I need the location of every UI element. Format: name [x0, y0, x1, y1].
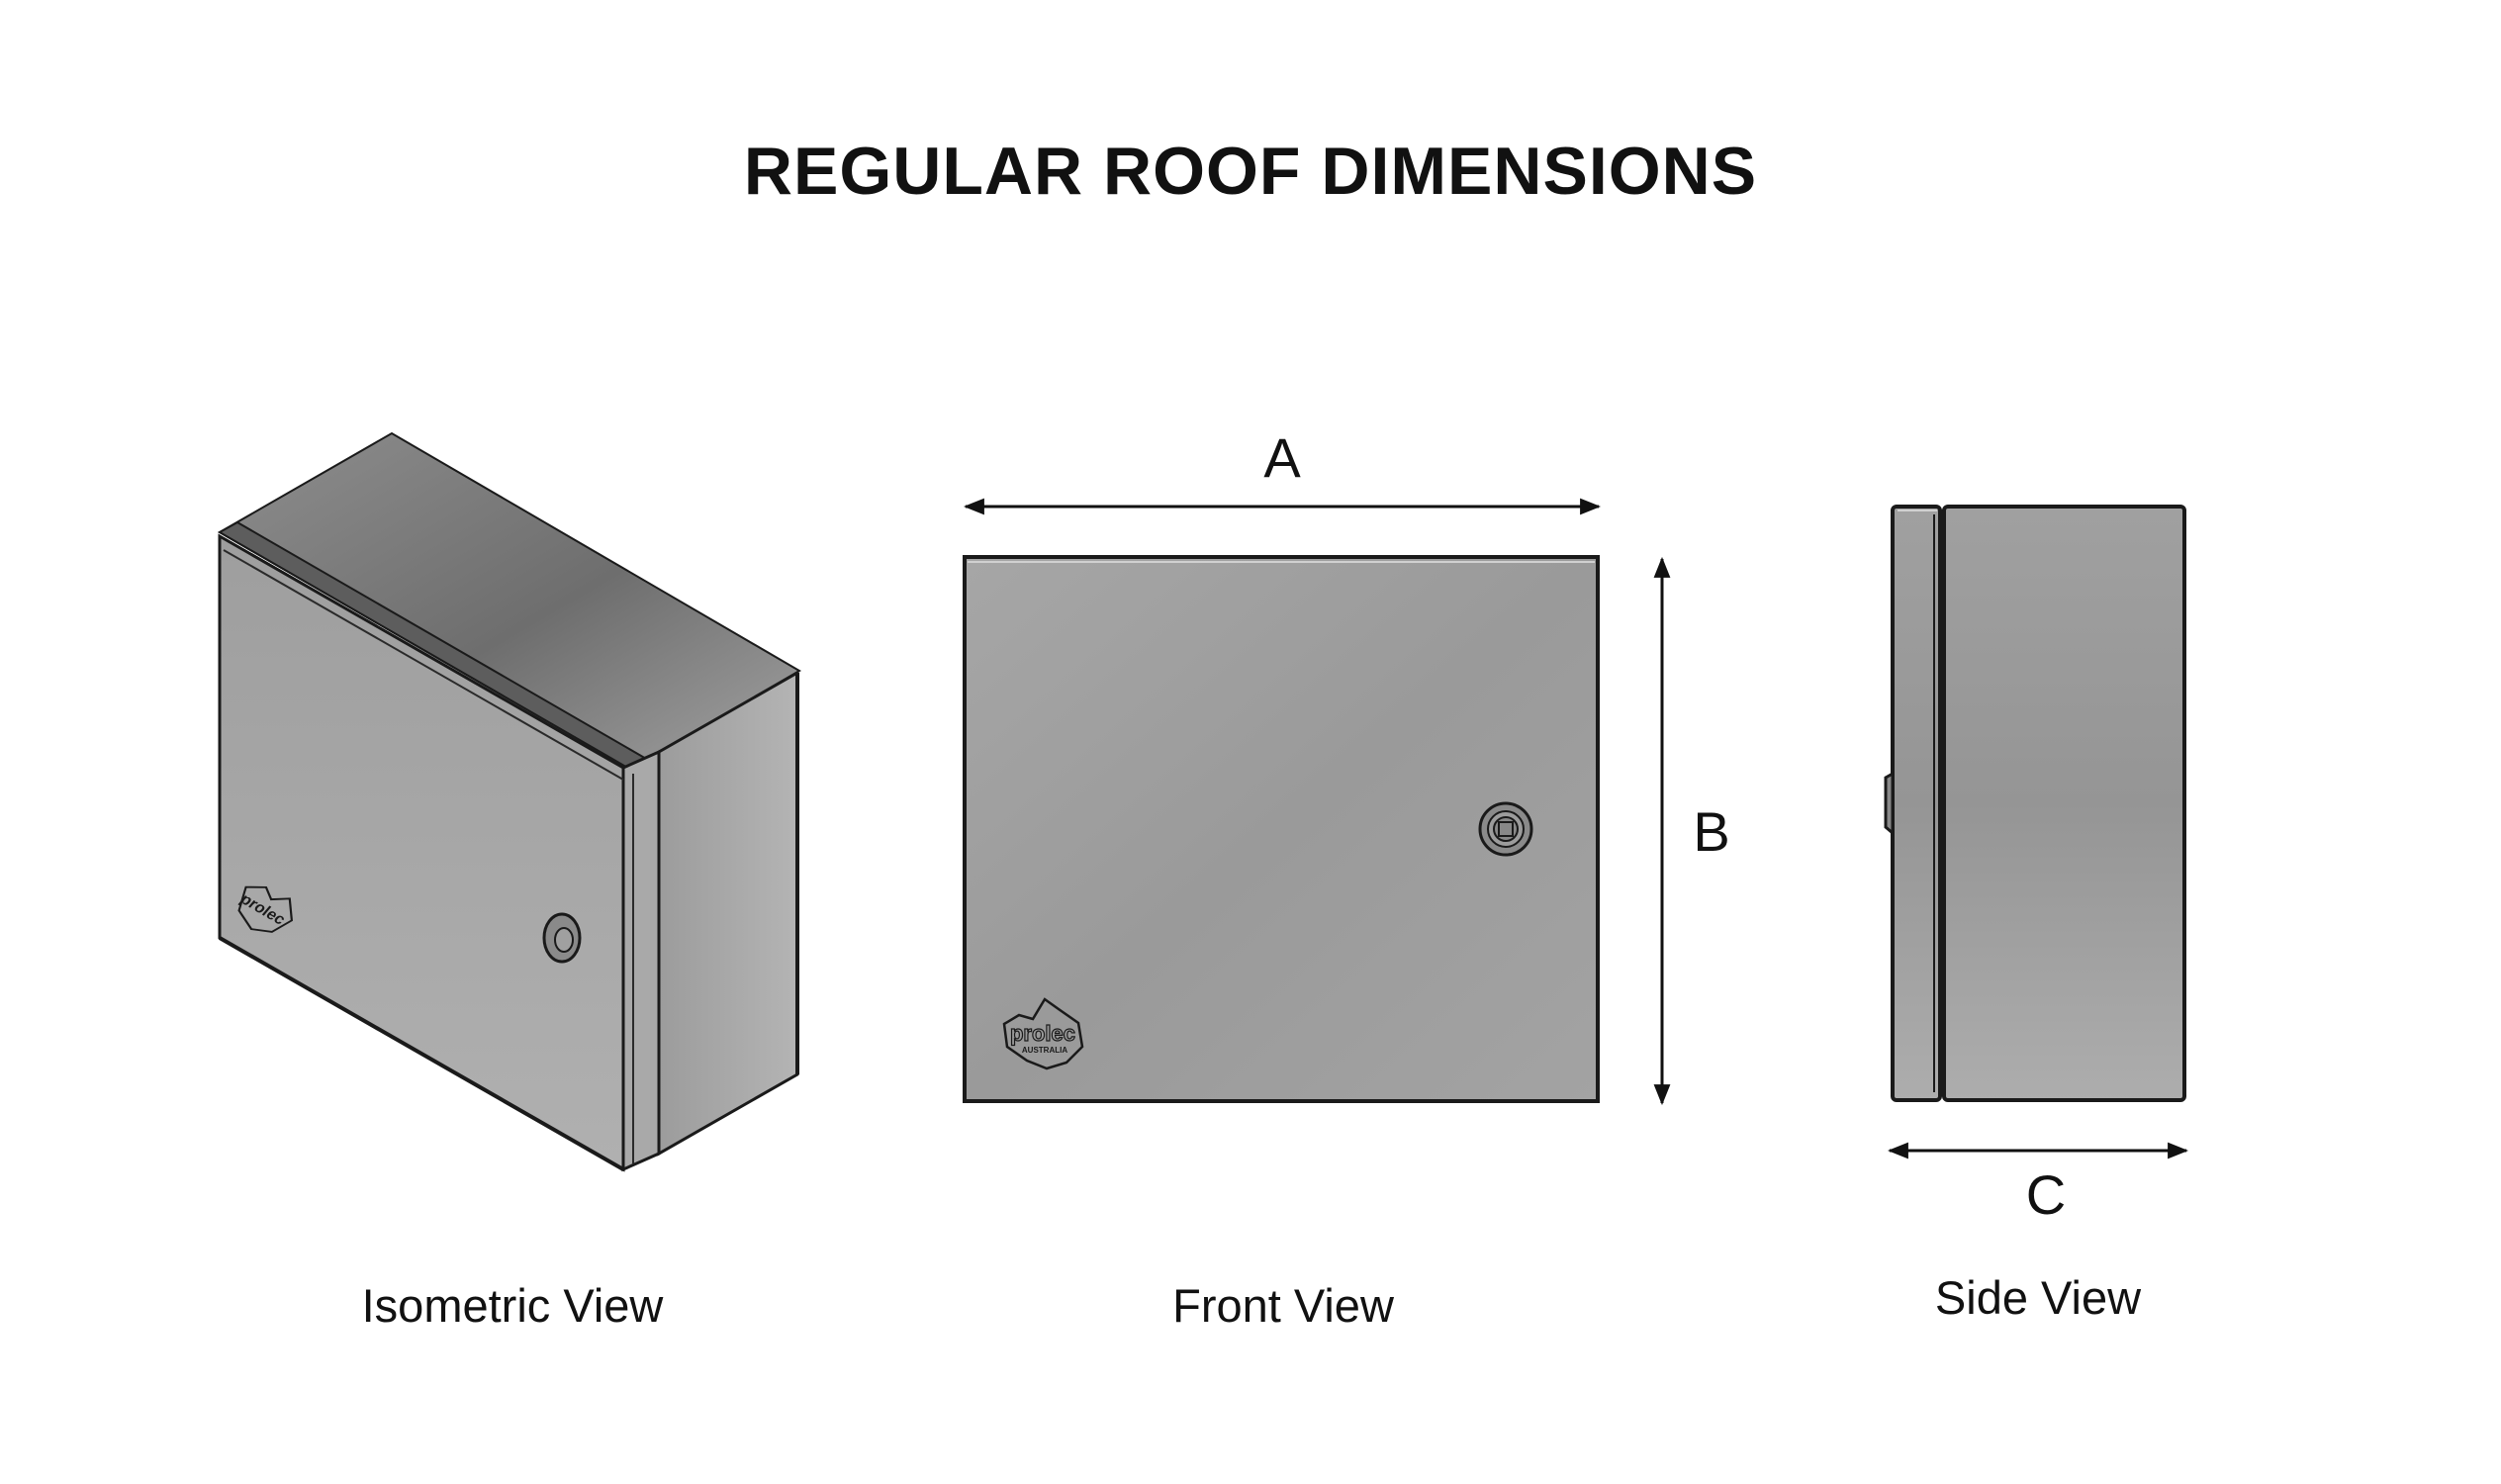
front-view: prolec AUSTRALIA: [963, 555, 1600, 1103]
dimension-a-label: A: [1263, 426, 1301, 489]
front-view-caption: Front View: [1172, 1279, 1395, 1332]
isometric-view-caption: Isometric View: [362, 1279, 665, 1332]
iso-edge-line: [223, 549, 624, 781]
dimension-b-label: B: [1693, 800, 1729, 863]
iso-edge-line: [219, 936, 624, 1171]
dimension-a: A: [963, 426, 1602, 515]
side-lock-knob-icon: [1884, 771, 1895, 837]
iso-lock-icon: [542, 912, 582, 964]
page-title: REGULAR ROOF DIMENSIONS: [744, 134, 1757, 209]
isometric-view: prolec: [217, 431, 801, 1172]
dimension-c-label: C: [2026, 1163, 2066, 1226]
side-door-strip: [1891, 505, 1942, 1102]
front-logo-subtext: AUSTRALIA: [1022, 1046, 1067, 1055]
side-view-caption: Side View: [1935, 1271, 2142, 1324]
dimension-b: B: [1653, 556, 1730, 1106]
dimension-c: C: [1887, 1142, 2189, 1226]
side-body-panel: [1942, 505, 2186, 1102]
iso-door-seam: [621, 749, 661, 1172]
front-logo-text: prolec: [1010, 1021, 1075, 1046]
front-logo-icon: prolec AUSTRALIA: [1002, 997, 1084, 1070]
side-view: [1884, 505, 2186, 1102]
iso-side-face: [657, 670, 799, 1157]
front-lock-icon: [1478, 801, 1533, 857]
